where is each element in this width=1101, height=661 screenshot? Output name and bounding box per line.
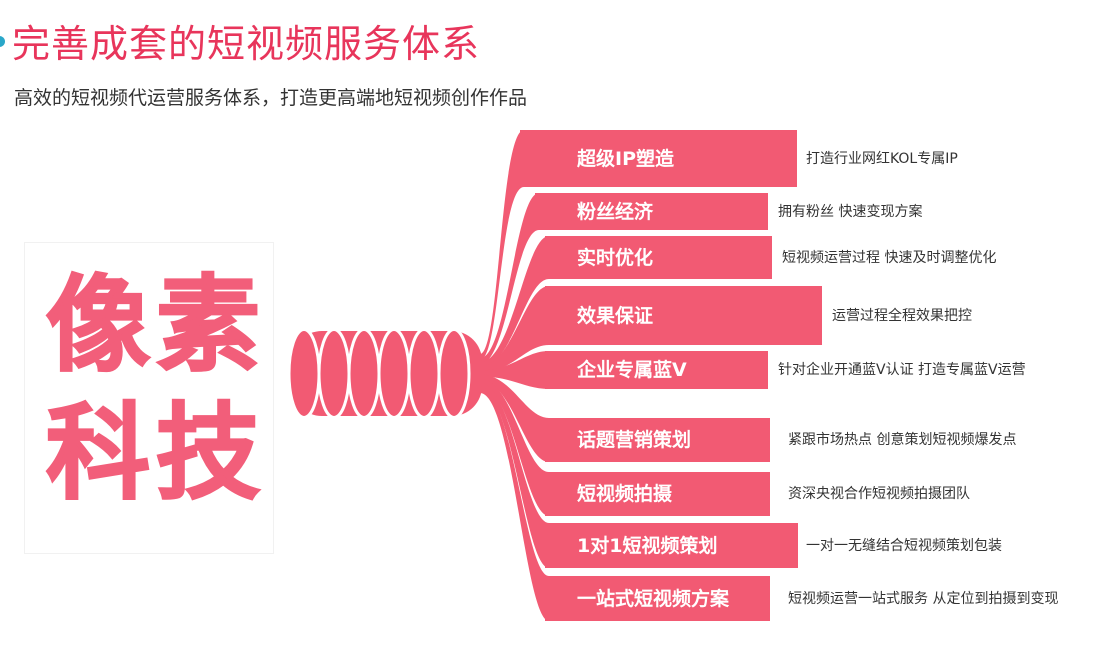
service-banner — [545, 418, 770, 462]
service-description: 针对企业开通蓝V认证 打造专属蓝V运营 — [778, 362, 1026, 378]
trunk-twist-segment — [407, 328, 441, 419]
page-title: 完善成套的短视频服务体系 — [12, 22, 481, 66]
service-name: 粉丝经济 — [577, 200, 654, 223]
branch-curve — [480, 286, 549, 373]
service-name: 企业专属蓝V — [577, 359, 687, 381]
service-banner — [520, 130, 797, 187]
service-banner — [535, 193, 768, 230]
trunk-group — [287, 328, 482, 419]
service-name: 超级IP塑造 — [577, 147, 674, 170]
service-description: 运营过程全程效果把控 — [832, 307, 972, 324]
page-subtitle: 高效的短视频代运营服务体系，打造更高端地短视频创作作品 — [14, 87, 528, 109]
service-name: 实时优化 — [577, 246, 654, 269]
service-description: 紧跟市场热点 创意策划短视频爆发点 — [788, 432, 1017, 448]
service-banner — [545, 576, 770, 621]
trunk-twist-segment — [287, 328, 321, 419]
branch-curve — [480, 378, 549, 516]
service-banner — [545, 351, 768, 389]
service-name: 一站式短视频方案 — [577, 587, 730, 610]
service-name: 效果保证 — [577, 304, 654, 327]
service-description: 一对一无缝结合短视频策划包装 — [806, 537, 1002, 554]
branch-curve — [480, 193, 539, 365]
service-name: 1对1短视频策划 — [577, 534, 718, 557]
trunk-twist-segment — [437, 328, 471, 419]
branch-curve — [480, 374, 549, 462]
banner-group — [520, 130, 822, 621]
branch-curve — [480, 351, 549, 389]
branch-curve — [480, 130, 524, 361]
brand-logo: 像 素 科 技 — [25, 243, 273, 553]
logo-char: 科 — [45, 392, 151, 514]
service-banner — [545, 286, 822, 345]
branch-group — [480, 130, 549, 621]
service-description: 短视频运营一站式服务 从定位到拍摄到变现 — [788, 590, 1059, 607]
service-description: 短视频运营过程 快速及时调整优化 — [782, 249, 997, 266]
service-description: 拥有粉丝 快速变现方案 — [778, 203, 923, 220]
service-banner — [545, 523, 798, 568]
logo-char: 技 — [155, 392, 261, 514]
trunk-twist-segment — [377, 328, 411, 419]
title-bullet-dot — [0, 36, 5, 47]
branch-curve — [480, 386, 549, 621]
service-name: 话题营销策划 — [577, 429, 692, 451]
logo-char: 素 — [155, 264, 261, 386]
service-banner — [545, 236, 772, 279]
trunk-twist-segment — [347, 328, 381, 419]
branch-curve — [480, 382, 549, 568]
service-name: 短视频拍摄 — [577, 483, 673, 505]
service-description: 资深央视合作短视频拍摄团队 — [788, 486, 970, 502]
service-banner — [545, 472, 770, 516]
service-description: 打造行业网红KOL专属IP — [806, 150, 958, 167]
trunk-twist-segment — [317, 328, 351, 419]
branch-curve — [480, 236, 549, 369]
logo-char: 像 — [45, 264, 151, 386]
